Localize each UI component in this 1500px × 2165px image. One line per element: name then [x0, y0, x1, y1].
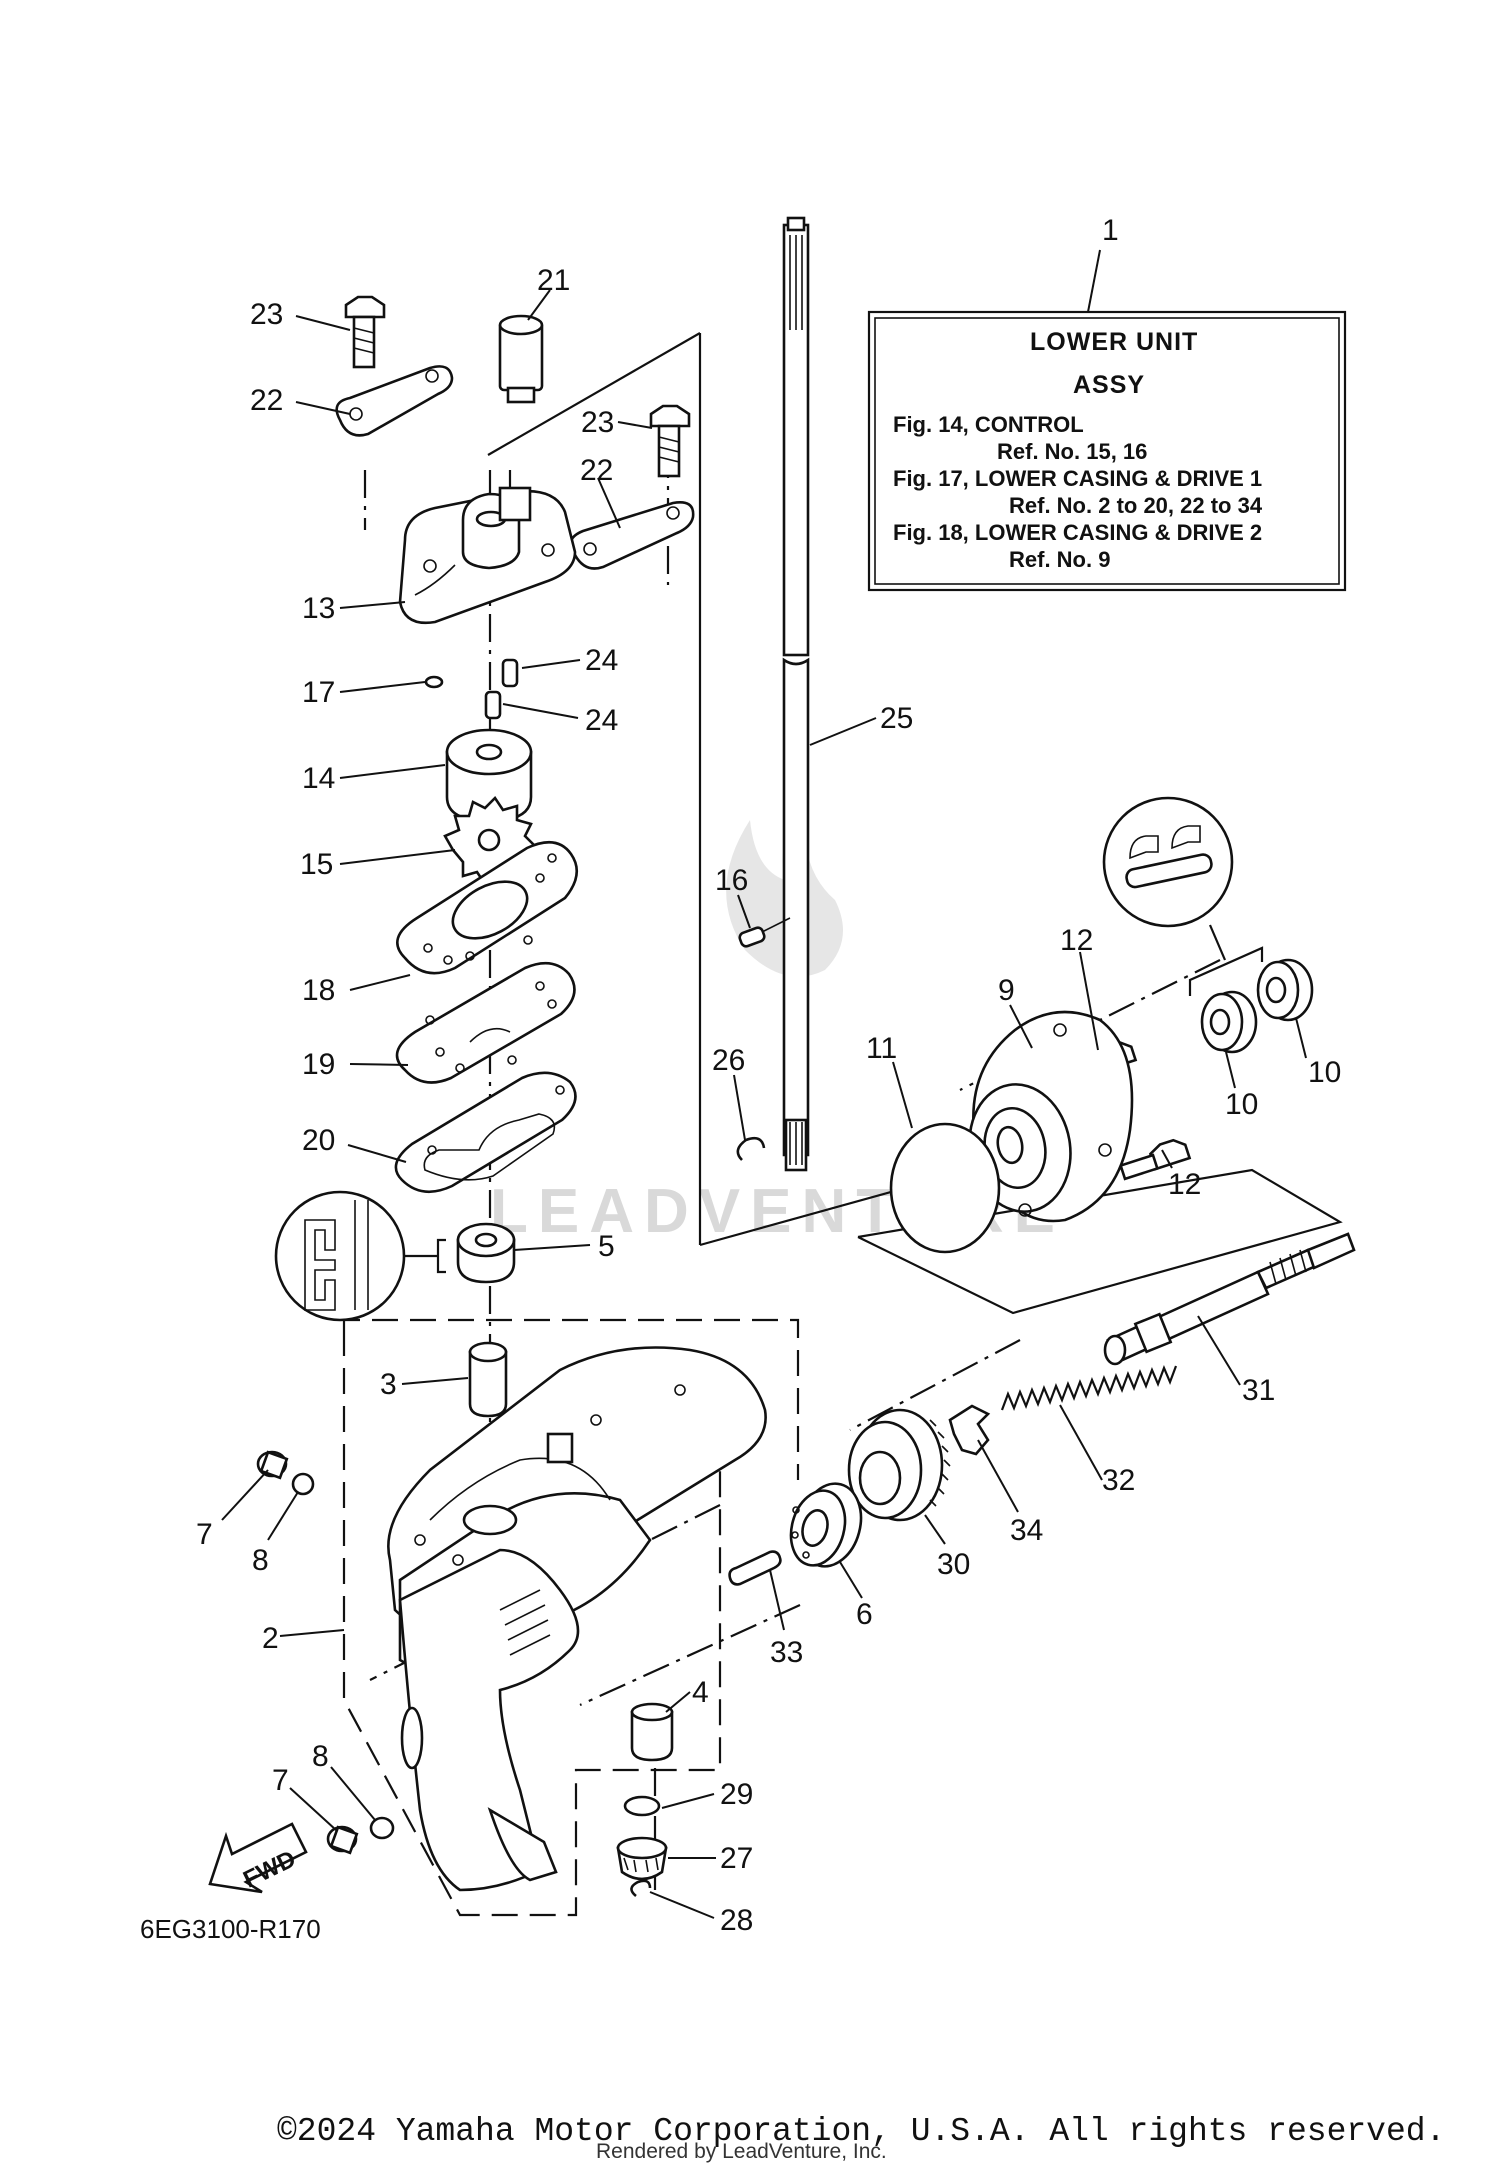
callout-22-right: 22: [580, 454, 613, 487]
callout-10-inner: 10: [1225, 1088, 1258, 1121]
bearing-6: [789, 1482, 863, 1568]
bushing-4: [630, 1702, 674, 1762]
washer-8-lower: [369, 1816, 395, 1840]
diagram-code: 6EG3100-R170: [140, 1914, 321, 1944]
pinion-gear-27: [616, 1836, 668, 1881]
gear-30: [847, 1408, 951, 1522]
callout-31: 31: [1242, 1374, 1275, 1407]
housing-13: [398, 486, 577, 625]
cup-14: [445, 728, 533, 823]
propeller-shaft-31: [1103, 1232, 1356, 1366]
washer-8-upper: [291, 1472, 315, 1496]
callout-6: 6: [856, 1598, 873, 1631]
callout-11: 11: [866, 1032, 897, 1065]
plate-22-left: [335, 365, 454, 437]
callout-22-left: 22: [250, 384, 283, 417]
bearing-10-outer: [1256, 958, 1314, 1022]
callout-13: 13: [302, 592, 335, 625]
callout-8-lower: 8: [312, 1740, 329, 1773]
callout-29: 29: [720, 1778, 753, 1811]
callout-21: 21: [537, 264, 570, 297]
callout-23-right: 23: [581, 406, 614, 439]
pin-16: [738, 926, 766, 948]
legend-line-2: Ref. No. 15, 16: [997, 439, 1147, 464]
callout-19: 19: [302, 1048, 335, 1081]
bolt-12-bottom: [1119, 1138, 1192, 1181]
callout-numbers: 23 21 22 23 22 13 17 24 24 14 15 18 19 2…: [196, 264, 1341, 1937]
bushing-3: [468, 1341, 508, 1418]
gasket-18: [396, 840, 579, 975]
leader-lines: [221, 289, 1307, 1919]
sleeve-21: [498, 314, 544, 404]
o-ring-11: [889, 1122, 1001, 1254]
callout-1: 1: [1102, 214, 1119, 247]
pin-24-a: [501, 658, 519, 688]
callout-15: 15: [300, 848, 333, 881]
callout-9: 9: [998, 974, 1015, 1007]
plug-7-lower: [326, 1825, 359, 1855]
callout-12-top: 12: [1060, 924, 1093, 957]
callout-23-left: 23: [250, 298, 283, 331]
plate-19: [395, 961, 576, 1084]
seal-detail-5: [274, 1190, 406, 1322]
callout-28: 28: [720, 1904, 753, 1937]
legend-line-1: Fig. 14, CONTROL: [893, 412, 1084, 437]
callout-24-b: 24: [585, 704, 618, 737]
legend-line-5: Fig. 18, LOWER CASING & DRIVE 2: [893, 520, 1262, 545]
callout-30: 30: [937, 1548, 970, 1581]
legend-title-1: LOWER UNIT: [1030, 328, 1198, 356]
bearing-5: [456, 1222, 516, 1284]
callout-12-bottom: 12: [1168, 1168, 1201, 1201]
callout-33: 33: [770, 1636, 803, 1669]
legend-box: 1 LOWER UNIT ASSY Fig. 14, CONTROL Ref. …: [867, 214, 1347, 592]
callout-32: 32: [1102, 1464, 1135, 1497]
callout-18: 18: [302, 974, 335, 1007]
clip-26: [736, 1136, 766, 1161]
rendered-by-footer: Rendered by LeadVenture, Inc.: [596, 2140, 887, 2163]
callout-27: 27: [720, 1842, 753, 1875]
callout-7-lower: 7: [272, 1764, 289, 1797]
callout-10-outer: 10: [1308, 1056, 1341, 1089]
parts: FWD: [208, 216, 1356, 1898]
seal-detail-callout: [1102, 796, 1234, 961]
legend-line-4: Ref. No. 2 to 20, 22 to 34: [1009, 493, 1263, 518]
callout-3: 3: [380, 1368, 397, 1401]
lower-casing-2: [387, 1346, 767, 1892]
callout-2: 2: [262, 1622, 279, 1655]
callout-7-upper: 7: [196, 1518, 213, 1551]
legend-line-6: Ref. No. 9: [1009, 547, 1110, 572]
callout-8-upper: 8: [252, 1544, 269, 1577]
pin-24-b: [484, 690, 502, 720]
drive-shaft-25: [782, 216, 810, 1172]
callout-26: 26: [712, 1044, 745, 1077]
spring-32: [1000, 1365, 1178, 1411]
callout-24-a: 24: [585, 644, 618, 677]
callout-5: 5: [598, 1230, 615, 1263]
callout-25: 25: [880, 702, 913, 735]
callout-4: 4: [692, 1676, 709, 1709]
bearing-10-inner: [1200, 990, 1258, 1054]
callout-17: 17: [302, 676, 335, 709]
plate-22-right: [569, 501, 695, 570]
pin-33: [728, 1550, 782, 1586]
washer-29: [623, 1795, 661, 1817]
callout-34: 34: [1010, 1514, 1043, 1547]
bolt-23-left: [344, 295, 386, 369]
callout-16: 16: [715, 864, 748, 897]
callout-14: 14: [302, 762, 335, 795]
copyright-footer: ©2024 Yamaha Motor Corporation, U.S.A. A…: [277, 2113, 1445, 2150]
clip-28: [630, 1879, 652, 1898]
bolt-23-right: [649, 404, 691, 478]
gasket-20: [394, 1071, 577, 1194]
callout-20: 20: [302, 1124, 335, 1157]
plug-7-upper: [256, 1450, 289, 1480]
legend-line-3: Fig. 17, LOWER CASING & DRIVE 1: [893, 466, 1262, 491]
fwd-arrow-icon: FWD: [208, 1822, 308, 1894]
legend-title-2: ASSY: [1073, 371, 1145, 399]
clip-17: [424, 675, 444, 689]
